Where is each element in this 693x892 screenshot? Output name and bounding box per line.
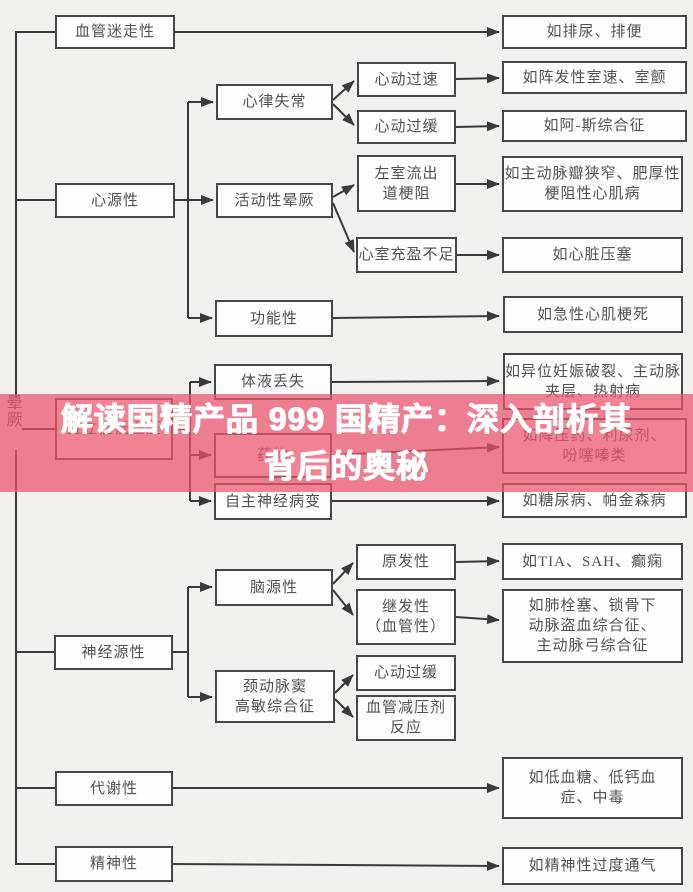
node-ex-acute-mi: 如急性心肌梗死 — [503, 296, 683, 333]
node-arrhythmia: 心律失常 — [216, 84, 333, 120]
node-metabolic: 代谢性 — [55, 771, 173, 806]
node-cardiogenic: 心源性 — [55, 183, 175, 218]
node-ex-aortic-stenosis-hocm: 如主动脉瓣狭窄、肥厚性梗阻性心肌病 — [502, 156, 683, 212]
banner-title-line1: 解读国精产品 999 国精产：深入剖析其 — [60, 401, 633, 437]
node-vasovagal: 血管迷走性 — [55, 15, 175, 49]
connector-edge — [332, 562, 354, 585]
node-lvot-obstruction: 左室流出道梗阻 — [357, 155, 456, 212]
node-exertional-syncope: 活动性晕厥 — [216, 183, 333, 218]
connector-edge — [332, 202, 355, 253]
banner-title-line2: 背后的奥秘 — [263, 448, 429, 484]
connector-edge — [455, 614, 500, 625]
connector-edge — [455, 556, 500, 567]
node-ex-paroxysmal-vt-vf: 如阵发性室速、室颤 — [502, 61, 687, 94]
node-functional: 功能性 — [215, 300, 333, 337]
node-vasodepressor-reaction: 血管减压剂反应 — [356, 695, 456, 741]
node-psychogenic: 精神性 — [55, 846, 173, 882]
node-neurogenic: 神经源性 — [54, 635, 173, 670]
overlay-banner: 解读国精产品 999 国精产：深入剖析其 背后的奥秘 — [0, 394, 693, 492]
node-bradycardia-2: 心动过缓 — [356, 655, 456, 691]
connector-edge — [331, 376, 500, 387]
node-ex-pe-subclavian-steal: 如肺栓塞、锁骨下动脉盗血综合征、主动脉弓综合征 — [502, 589, 683, 663]
connector-edge — [332, 311, 500, 322]
connector-edge — [332, 80, 355, 101]
node-ex-urination-defecation: 如排尿、排便 — [502, 15, 687, 49]
node-ex-tia-sah-epilepsy: 如TIA、SAH、癫痫 — [502, 543, 683, 580]
node-secondary-vascular: 继发性（血管性） — [356, 589, 456, 645]
connector-edge — [15, 31, 55, 398]
node-carotid-sinus: 颈动脉窦高敏综合征 — [215, 670, 335, 723]
connector-edge — [15, 450, 55, 865]
node-ventricular-underfilling: 心室充盈不足 — [356, 237, 457, 273]
connector-edge — [455, 121, 500, 132]
connector-edge — [334, 698, 354, 718]
connector-edge — [172, 860, 500, 871]
connector-edge — [332, 589, 354, 616]
connector-edge — [455, 73, 500, 84]
node-ex-hyperventilation: 如精神性过度通气 — [502, 847, 683, 885]
connector-edge — [332, 184, 355, 198]
node-bradycardia: 心动过缓 — [357, 110, 456, 144]
connector-edge — [332, 103, 355, 126]
node-ex-hypoglycemia-toxins: 如低血糖、低钙血症、中毒 — [502, 757, 683, 819]
node-ex-adams-stokes: 如阿-斯综合征 — [502, 110, 687, 142]
node-ex-cardiac-tamponade: 如心脏压塞 — [502, 237, 683, 273]
connector-edge — [334, 674, 354, 694]
node-primary: 原发性 — [356, 544, 456, 580]
node-cerebrogenic: 脑源性 — [215, 569, 333, 606]
node-tachycardia: 心动过速 — [357, 62, 456, 97]
